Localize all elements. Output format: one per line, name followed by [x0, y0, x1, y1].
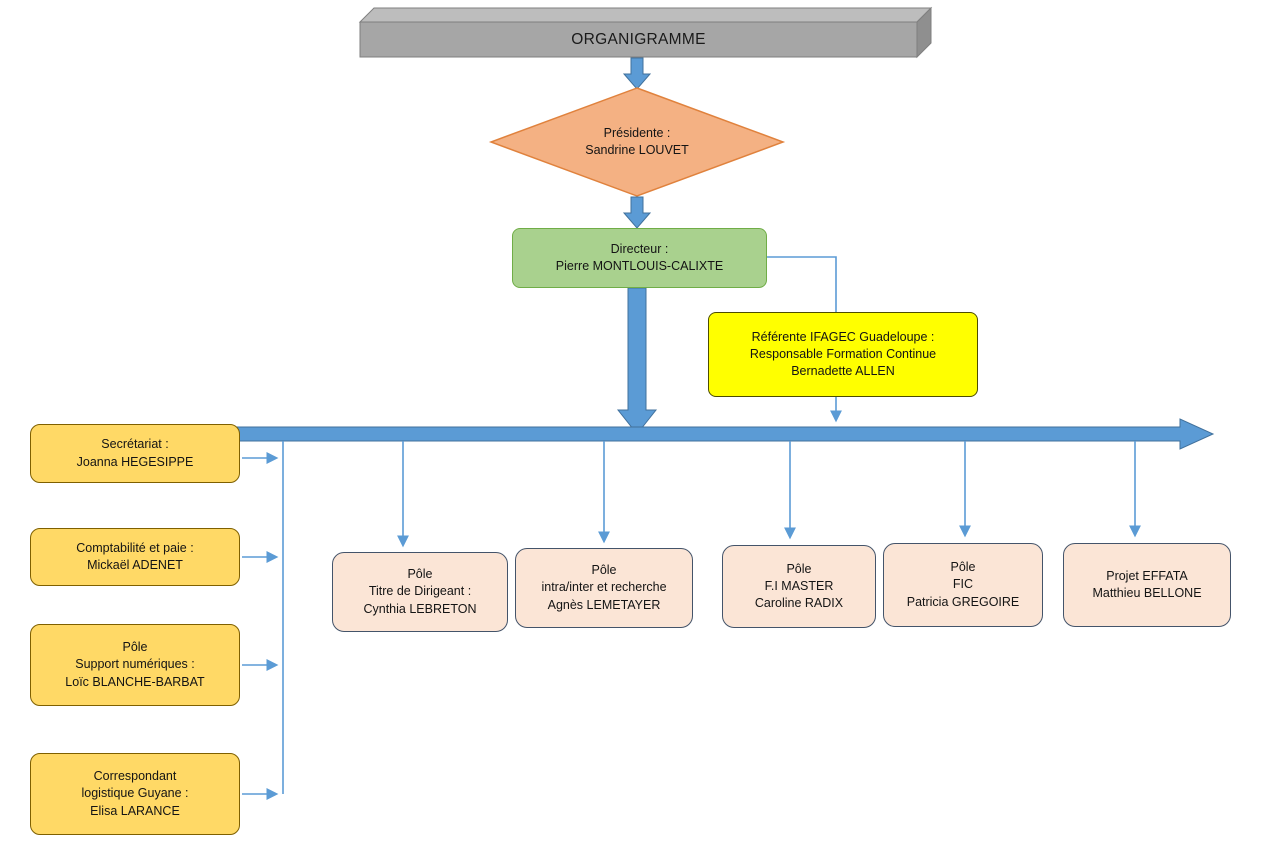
referent-node: Référente IFAGEC Guadeloupe : Responsabl…: [708, 312, 978, 397]
director-node: Directeur : Pierre MONTLOUIS-CALIXTE: [512, 228, 767, 288]
president-node-label: Présidente : Sandrine LOUVET: [585, 125, 689, 157]
page-title: ORGANIGRAMME: [571, 30, 706, 48]
left-branch-node: Correspondant logistique Guyane : Elisa …: [30, 753, 240, 835]
bottom-branch-node: Pôle FIC Patricia GREGOIRE: [883, 543, 1043, 627]
title-banner-front-face: [359, 21, 918, 58]
left-branch-node: Secrétariat : Joanna HEGESIPPE: [30, 424, 240, 483]
bottom-branch-node: Pôle intra/inter et recherche Agnès LEME…: [515, 548, 693, 628]
left-branch-node: Comptabilité et paie : Mickaël ADENET: [30, 528, 240, 586]
main-horizontal-bar: [109, 418, 1215, 450]
arrow-president-to-director: [622, 196, 652, 229]
title-banner-top-face: [358, 7, 933, 23]
bottom-branch-node: Pôle F.I MASTER Caroline RADIX: [722, 545, 876, 628]
left-branch-node: Pôle Support numériques : Loïc BLANCHE-B…: [30, 624, 240, 706]
president-diamond: [488, 87, 786, 197]
bottom-branch-node: Projet EFFATA Matthieu BELLONE: [1063, 543, 1231, 627]
bottom-branch-node: Pôle Titre de Dirigeant : Cynthia LEBRET…: [332, 552, 508, 632]
arrow-director-to-bar: [616, 287, 658, 435]
arrow-title-to-president: [622, 57, 652, 90]
